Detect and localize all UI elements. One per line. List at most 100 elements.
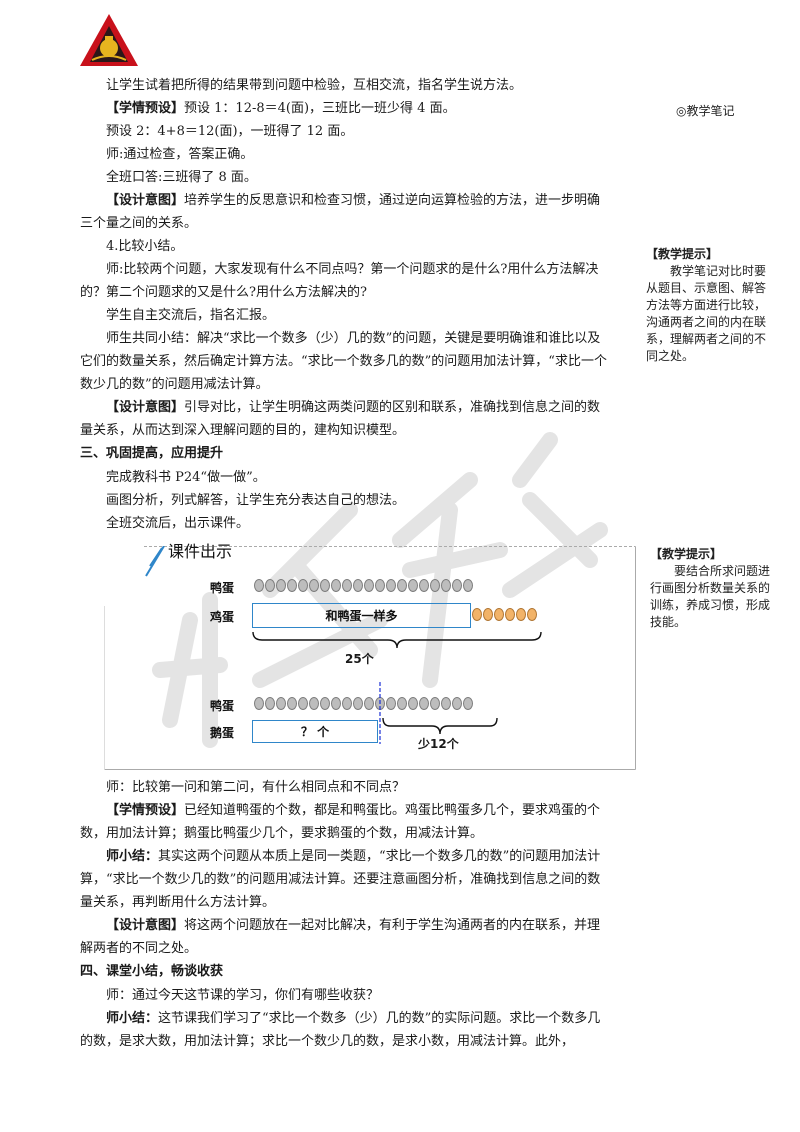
paragraph: 师生共同小结：解决“求比一个数多（少）几的数”的问题，关键是要明确谁和谁比以及它… — [80, 331, 607, 392]
egg-bead — [441, 697, 451, 710]
egg-bead — [364, 697, 374, 710]
paragraph: 画图分析，列式解答，让学生充分表达自己的想法。 — [106, 493, 406, 508]
egg-bead — [254, 579, 264, 592]
paragraph: 学生自主交流后，指名汇报。 — [106, 308, 276, 323]
egg-bead — [408, 697, 418, 710]
paragraph-text: 预设 1：12-8＝4(面)，三班比一班少得 4 面。 — [184, 101, 456, 116]
extra-egg-bead — [516, 608, 526, 621]
extra-egg-bead — [483, 608, 493, 621]
split-line — [379, 682, 381, 744]
courseware-frame — [104, 546, 636, 770]
paragraph-text: 这节课我们学习了“求比一个数多（少）几的数”的实际问题。求比一个数多几的数，是求… — [80, 1011, 601, 1049]
goose-unknown-box: ？ 个 — [252, 720, 378, 743]
paragraph: 师:通过检查，答案正确。 — [106, 147, 254, 162]
egg-bead — [353, 697, 363, 710]
paragraph: 师小结：其实这两个问题从本质上是同一类题，“求比一个数多几的数”的问题用加法计算… — [80, 845, 612, 914]
tip-body: 要结合所求问题进行画图分析数量关系的训练，养成习惯，形成技能。 — [650, 564, 771, 629]
egg-bead — [463, 579, 473, 592]
egg-bead — [254, 697, 264, 710]
egg-bead — [441, 579, 451, 592]
courseware-title: 课件出示 — [168, 542, 233, 561]
paragraph: 【学情预设】已经知道鸭蛋的个数，都是和鸭蛋比。鸡蛋比鸭蛋多几个，要求鸡蛋的个数，… — [80, 799, 612, 845]
egg-bead — [397, 697, 407, 710]
paragraph: 全班口答:三班得了 8 面。 — [106, 170, 257, 185]
main-content: 让学生试着把所得的结果带到问题中检验，互相交流，指名学生说方法。 【学情预设】预… — [80, 74, 612, 535]
egg-bead — [298, 697, 308, 710]
egg-bead — [364, 579, 374, 592]
paragraph-text: 培养学生的反思意识和检查习惯，通过逆向运算检验的方法，进一步明确三个量之间的关系… — [80, 193, 601, 231]
paragraph-text: 已经知道鸭蛋的个数，都是和鸭蛋比。鸡蛋比鸭蛋多几个，要求鸡蛋的个数，用加法计算；… — [80, 803, 601, 841]
paragraph: 【设计意图】将这两个问题放在一起对比解决，有利于学生沟通两者的内在联系，并理解两… — [80, 914, 612, 960]
paragraph: 【设计意图】引导对比，让学生明确这两类问题的区别和联系，准确找到信息之间的数量关… — [80, 396, 612, 442]
teaching-notes-heading: ◎教学笔记 — [676, 104, 735, 118]
row-label-duck-2: 鸭蛋 — [210, 699, 235, 713]
total-count-label: 25个 — [345, 652, 374, 666]
summary-label: 师小结： — [106, 1011, 159, 1026]
egg-bead — [265, 697, 275, 710]
paragraph: 完成教科书 P24“做一做”。 — [106, 470, 266, 485]
paragraph: 【学情预设】预设 1：12-8＝4(面)，三班比一班少得 4 面。 — [80, 97, 612, 120]
tag-label: 【学情预设】 — [106, 101, 185, 116]
egg-bead — [309, 697, 319, 710]
tip-title: 【教学提示】 — [646, 247, 719, 261]
paragraph: 让学生试着把所得的结果带到问题中检验，互相交流，指名学生说方法。 — [106, 78, 523, 93]
paragraph-text: 引导对比，让学生明确这两类问题的区别和联系，准确找到信息之间的数量关系，从而达到… — [80, 400, 601, 438]
chicken-same-box: 和鸭蛋一样多 — [252, 603, 471, 628]
row-label-goose: 鹅蛋 — [210, 726, 235, 740]
row-label-chicken: 鸡蛋 — [210, 610, 235, 624]
egg-bead — [419, 579, 429, 592]
egg-bead — [320, 579, 330, 592]
paragraph: 预设 2：4+8＝12(面)，一班得了 12 面。 — [106, 124, 354, 139]
egg-bead — [320, 697, 330, 710]
paragraph: 师小结：这节课我们学习了“求比一个数多（少）几的数”的实际问题。求比一个数多几的… — [80, 1007, 612, 1053]
tag-label: 【设计意图】 — [106, 400, 185, 415]
egg-bead — [342, 697, 352, 710]
egg-bead — [463, 697, 473, 710]
egg-bead — [386, 579, 396, 592]
extra-egg-bead — [505, 608, 515, 621]
egg-bead — [452, 579, 462, 592]
less-count-label: 少12个 — [418, 737, 459, 751]
egg-bead — [331, 697, 341, 710]
egg-bead — [430, 697, 440, 710]
tag-label: 【学情预设】 — [106, 803, 185, 818]
egg-bead — [408, 579, 418, 592]
paragraph: 师：通过今天这节课的学习，你们有哪些收获？ — [106, 988, 380, 1003]
egg-bead — [375, 579, 385, 592]
egg-bead — [309, 579, 319, 592]
egg-bead — [397, 579, 407, 592]
egg-bead — [287, 579, 297, 592]
teaching-tip-1: 【教学提示】 教学笔记对比时要从题目、示意图、解答方法等方面进行比较，沟通两者之… — [646, 246, 770, 365]
egg-bead — [287, 697, 297, 710]
paragraph-text: 将这两个问题放在一起对比解决，有利于学生沟通两者的内在联系，并理解两者的不同之处… — [80, 918, 601, 956]
tag-label: 【设计意图】 — [106, 918, 185, 933]
total-brace — [252, 631, 542, 649]
egg-bead — [276, 579, 286, 592]
teaching-tip-2: 【教学提示】 要结合所求问题进行画图分析数量关系的训练，养成习惯，形成技能。 — [650, 546, 770, 631]
main-content-lower: 师：比较第一问和第二问，有什么相同点和不同点？ 【学情预设】已经知道鸭蛋的个数，… — [80, 776, 612, 1053]
egg-bead — [353, 579, 363, 592]
tag-label: 【设计意图】 — [106, 193, 185, 208]
less-brace — [382, 717, 498, 735]
egg-bead — [342, 579, 352, 592]
extra-egg-bead — [527, 608, 537, 621]
paragraph-text: 其实这两个问题从本质上是同一类题，“求比一个数多几的数”的问题用加法计算，“求比… — [80, 849, 601, 910]
paragraph: 4.比较小结。 — [106, 239, 184, 254]
paragraph: 【设计意图】培养学生的反思意识和检查习惯，通过逆向运算检验的方法，进一步明确三个… — [80, 189, 612, 235]
duck-eggs-row — [254, 579, 473, 593]
tip-body: 教学笔记对比时要从题目、示意图、解答方法等方面进行比较，沟通两者之间的内在联系，… — [646, 264, 767, 363]
egg-bead — [331, 579, 341, 592]
tip-title: 【教学提示】 — [650, 547, 723, 561]
paragraph: 师：比较第一问和第二问，有什么相同点和不同点？ — [106, 780, 406, 795]
paragraph: 全班交流后，出示课件。 — [106, 516, 250, 531]
egg-bead — [419, 697, 429, 710]
extra-egg-bead — [472, 608, 482, 621]
publisher-logo — [80, 14, 138, 66]
egg-bead — [276, 697, 286, 710]
duck-eggs-row-2 — [254, 697, 473, 711]
summary-label: 师小结： — [106, 849, 159, 864]
egg-bead — [386, 697, 396, 710]
chicken-extra-eggs — [472, 608, 537, 622]
section-heading: 三、巩固提高，应用提升 — [80, 446, 224, 461]
row-label-duck: 鸭蛋 — [210, 581, 235, 595]
